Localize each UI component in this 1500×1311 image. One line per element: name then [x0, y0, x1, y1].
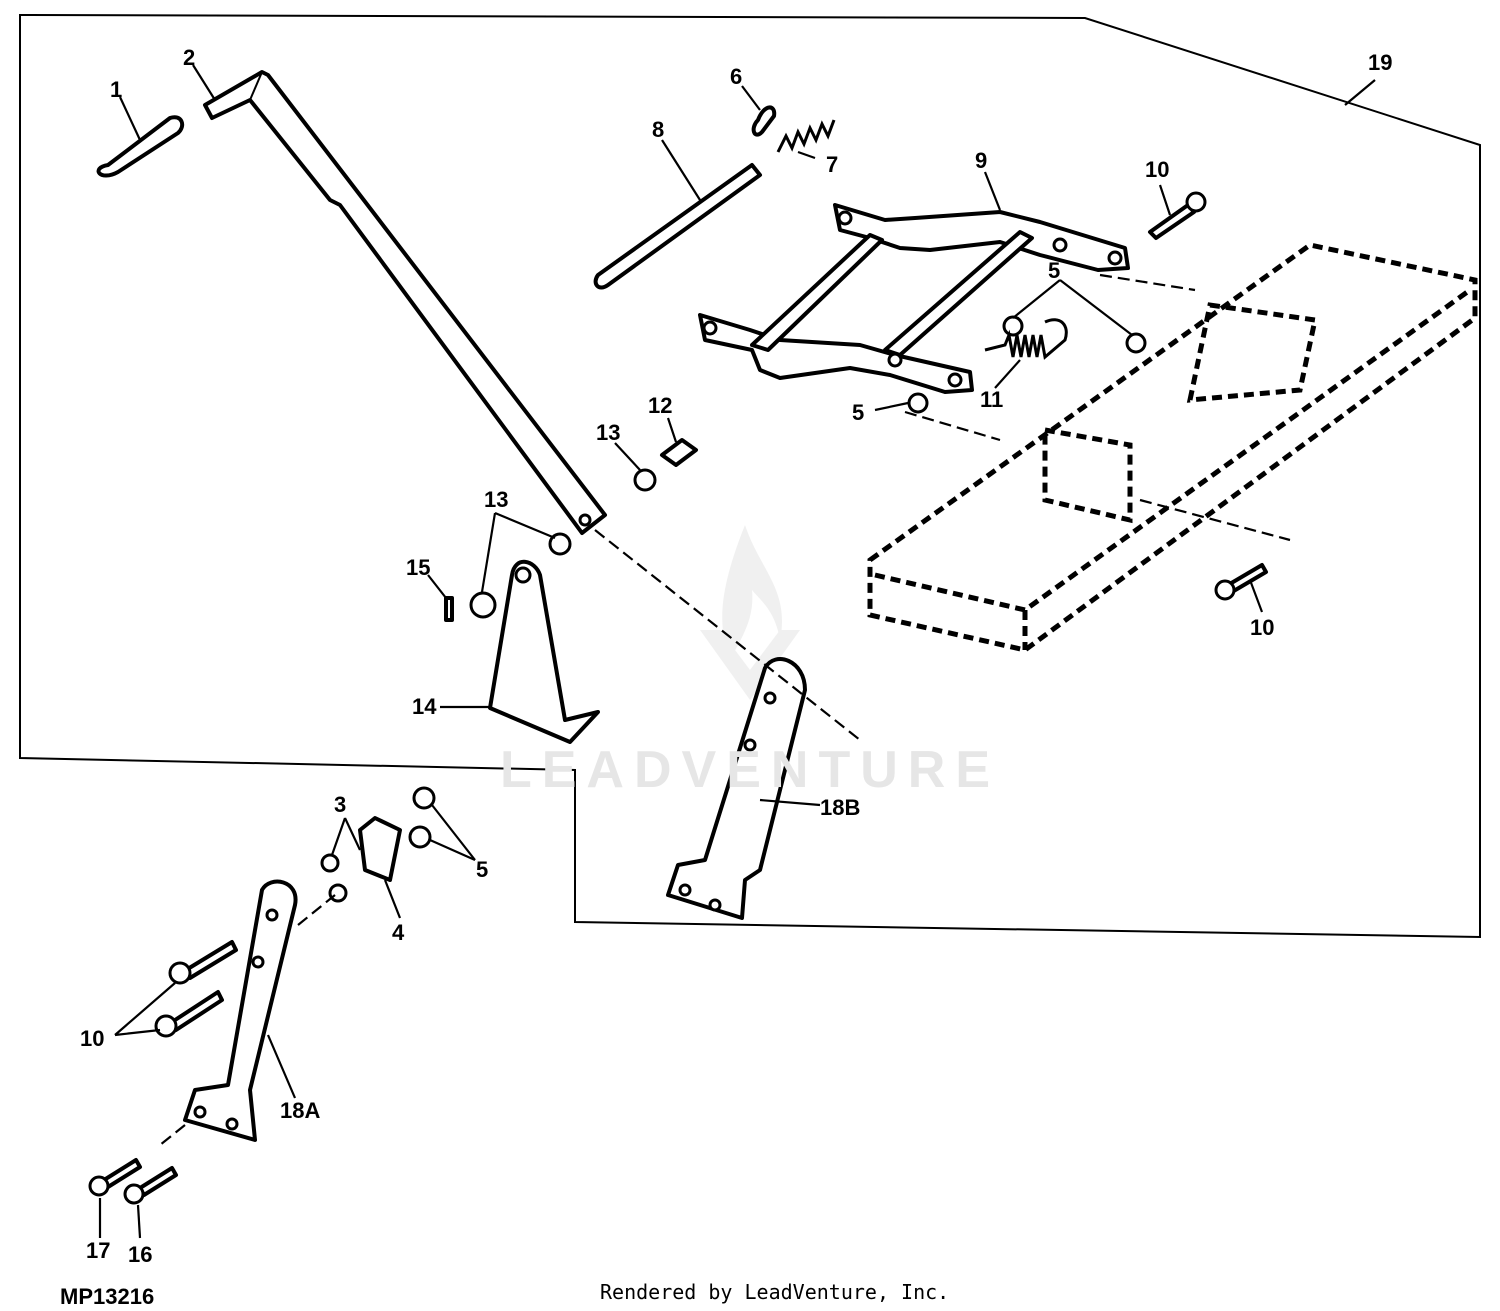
render-credit: Rendered by LeadVenture, Inc.	[600, 1280, 950, 1304]
callout-5-mid: 5	[852, 400, 864, 425]
bolt-part-lower-right	[1214, 563, 1268, 601]
callout-18a: 18A	[280, 1098, 320, 1123]
section-frame-outline	[19, 14, 1481, 939]
compression-spring-part	[776, 119, 836, 153]
callout-labels: 1 2 3 4 5 5 5 5 6 7 8 9 10 10 10 11 12 1…	[80, 45, 1392, 1267]
bolt-part-16	[123, 1166, 178, 1205]
callout-13-lower: 13	[484, 487, 508, 512]
bolt-part-17	[88, 1158, 142, 1197]
callout-16: 16	[128, 1242, 152, 1267]
callout-9: 9	[975, 148, 987, 173]
callout-15: 15	[406, 555, 430, 580]
lift-lever-part	[203, 70, 607, 535]
watermark-logo-icon	[700, 525, 800, 700]
callout-4: 4	[392, 920, 405, 945]
callout-14: 14	[412, 694, 437, 719]
grip-part	[96, 115, 185, 178]
callout-6: 6	[730, 64, 742, 89]
callout-5-lower: 5	[476, 857, 488, 882]
callout-10-right: 10	[1250, 615, 1274, 640]
callout-18b: 18B	[820, 795, 860, 820]
callout-3: 3	[334, 792, 346, 817]
drawing-code: MP13216	[60, 1284, 155, 1309]
bolt-part-upper	[1148, 191, 1207, 240]
mower-deck-outline	[867, 242, 1478, 653]
leader-lines	[98, 64, 1376, 1239]
shoulder-bolt-part	[660, 438, 698, 467]
callout-17: 17	[86, 1238, 110, 1263]
callout-1: 1	[110, 77, 122, 102]
arm-18b-part	[666, 657, 807, 920]
extension-spring-part	[984, 318, 1068, 360]
callout-8: 8	[652, 117, 664, 142]
bolt-part-left-a	[168, 940, 238, 985]
alignment-lines	[159, 273, 1291, 1146]
callout-10-upper: 10	[1145, 157, 1169, 182]
rod-part	[593, 163, 762, 290]
arm-18a-part	[183, 879, 298, 1142]
callout-10-left: 10	[80, 1026, 104, 1051]
watermark-text: LEADVENTURE	[499, 741, 1001, 799]
clip-pin-part	[751, 105, 777, 137]
callout-2: 2	[183, 45, 195, 70]
callout-13-upper: 13	[596, 420, 620, 445]
lift-frame-part	[698, 203, 1130, 394]
callout-11: 11	[980, 387, 1003, 412]
bolt-part-left-b	[154, 990, 224, 1038]
plate-part	[320, 816, 402, 903]
washer-part	[469, 468, 657, 619]
callout-7: 7	[826, 152, 838, 177]
callout-19: 19	[1368, 50, 1392, 75]
cotter-pin-part	[444, 596, 454, 622]
pivot-bracket-part	[488, 559, 600, 744]
callout-5-upper: 5	[1048, 258, 1060, 283]
callout-12: 12	[648, 393, 672, 418]
